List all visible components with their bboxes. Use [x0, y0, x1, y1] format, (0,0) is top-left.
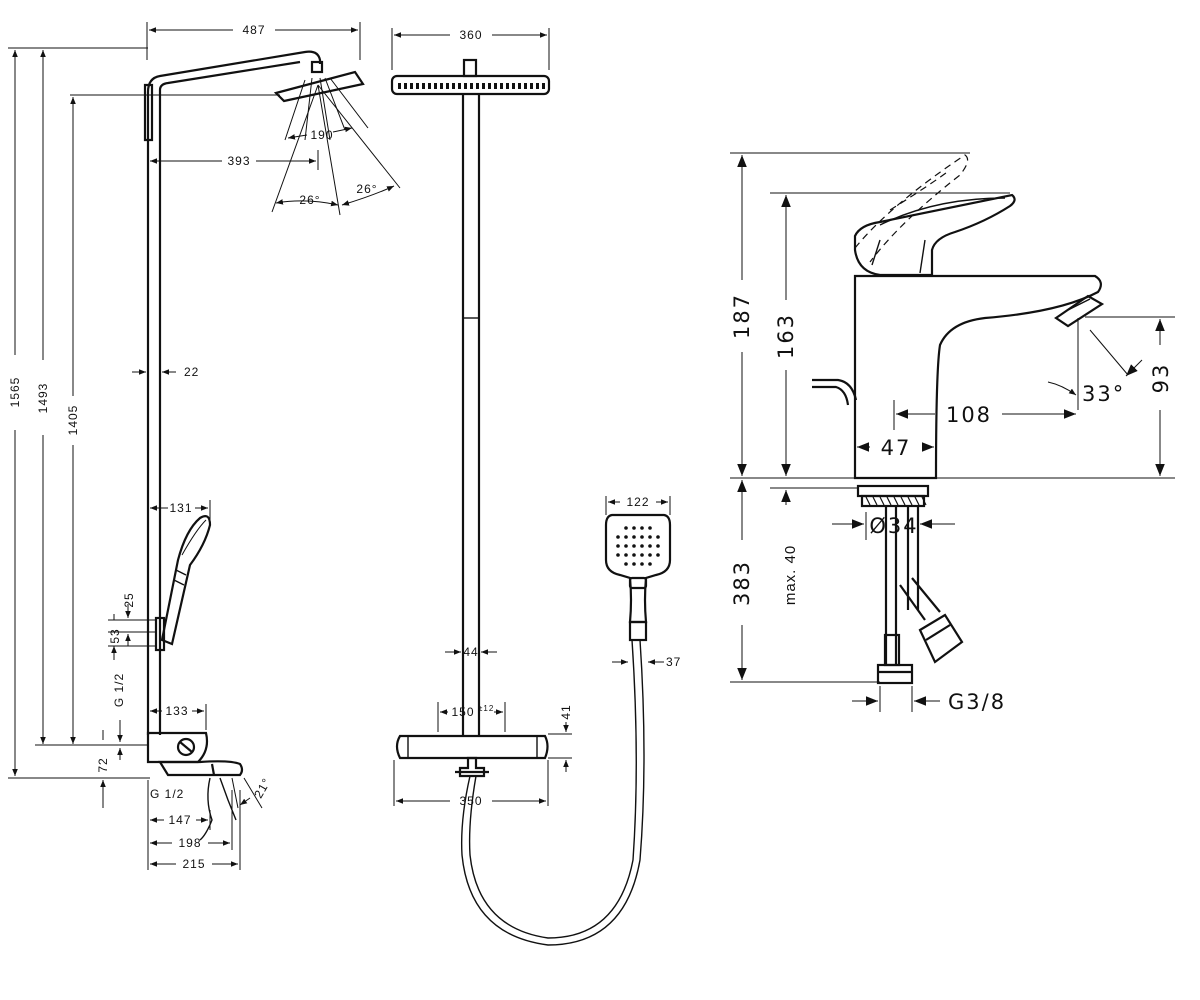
shower-hose — [461, 639, 645, 946]
dim-height-max: 187 — [730, 293, 754, 339]
handshower-nozzles — [616, 526, 660, 566]
shower-front-view: 360 44 150 ±12 41 — [390, 28, 681, 946]
dim-thermostat-height: 41 — [559, 704, 573, 719]
aerator — [1054, 294, 1105, 328]
supply-hoses — [884, 506, 941, 665]
temperature-knob — [176, 737, 196, 757]
dim-rail-diameter: 22 — [184, 365, 199, 379]
dim-connection: G3/8 — [948, 690, 1006, 714]
dim-72: 72 — [96, 757, 110, 772]
head-connector — [310, 60, 324, 74]
dim-overall-width: 487 — [242, 23, 265, 37]
dim-holder-25: 25 — [122, 592, 136, 607]
hose-fitting-right — [918, 613, 964, 664]
dim-head-width: 360 — [459, 28, 482, 42]
head-nozzles — [398, 83, 545, 89]
hand-shower-side — [160, 515, 212, 646]
dim-base-width: 47 — [881, 436, 912, 460]
shower-side-view: 487 190 393 26° 26° 1565 — [8, 22, 401, 871]
hand-shower-front — [604, 513, 672, 624]
dim-arm-reach: 393 — [227, 154, 250, 168]
dim-thermostat-depth: 133 — [165, 704, 188, 718]
shower-arm — [146, 50, 322, 93]
dim-rail-width: 44 — [463, 645, 478, 659]
lever-raised-outline — [854, 154, 969, 263]
dim-holder-53: 53 — [108, 628, 122, 643]
mixer-base-ring — [856, 484, 930, 498]
dim-height-head: 1405 — [66, 405, 80, 436]
mixer-lever — [853, 193, 1016, 277]
dim-deck-thickness: max. 40 — [782, 545, 799, 605]
dim-spout-height: 93 — [1149, 363, 1173, 394]
dim-handshower-width: 122 — [626, 495, 649, 509]
overhead-shower-head — [273, 70, 365, 103]
mounting-threads — [865, 496, 927, 506]
basin-mixer-view: 187 163 93 33° 108 47 Ø34 max. 40 — [730, 152, 1175, 714]
dim-projection: 108 — [946, 403, 992, 427]
dim-height-total: 1565 — [8, 377, 22, 408]
dim-handshower-reach: 131 — [169, 501, 192, 515]
dim-thread-lower: G 1/2 — [150, 787, 184, 801]
thermostat-outlet — [458, 756, 486, 778]
hose-fitting-left — [876, 663, 914, 685]
dim-centres: 150 — [451, 705, 474, 719]
riser-rail — [146, 92, 162, 735]
thermostat-front — [395, 734, 549, 760]
rail-front — [461, 94, 481, 735]
dim-centres-tolerance: ±12 — [478, 704, 494, 713]
dim-angle-right: 26° — [356, 182, 377, 196]
dim-spout-angle: 21° — [251, 775, 274, 800]
dim-thread-upper: G 1/2 — [112, 673, 126, 707]
dim-angle-left: 26° — [299, 193, 320, 207]
dim-hose-length: 383 — [730, 560, 754, 606]
bath-spout-side — [158, 760, 244, 777]
popup-rod — [812, 378, 858, 406]
slider — [154, 616, 166, 652]
dim-head-spread: 190 — [310, 128, 333, 142]
dim-spout-198: 198 — [178, 836, 201, 850]
dim-spout-215: 215 — [182, 857, 205, 871]
dim-handle-width: 37 — [666, 655, 681, 669]
dim-hole-diameter: Ø34 — [869, 514, 918, 538]
dim-spout-angle: 33° — [1082, 382, 1125, 406]
dim-spout-147: 147 — [168, 813, 191, 827]
mixer-body — [853, 274, 1102, 480]
dim-height-body: 163 — [774, 313, 798, 359]
dim-height-outlet: 1493 — [36, 383, 50, 414]
